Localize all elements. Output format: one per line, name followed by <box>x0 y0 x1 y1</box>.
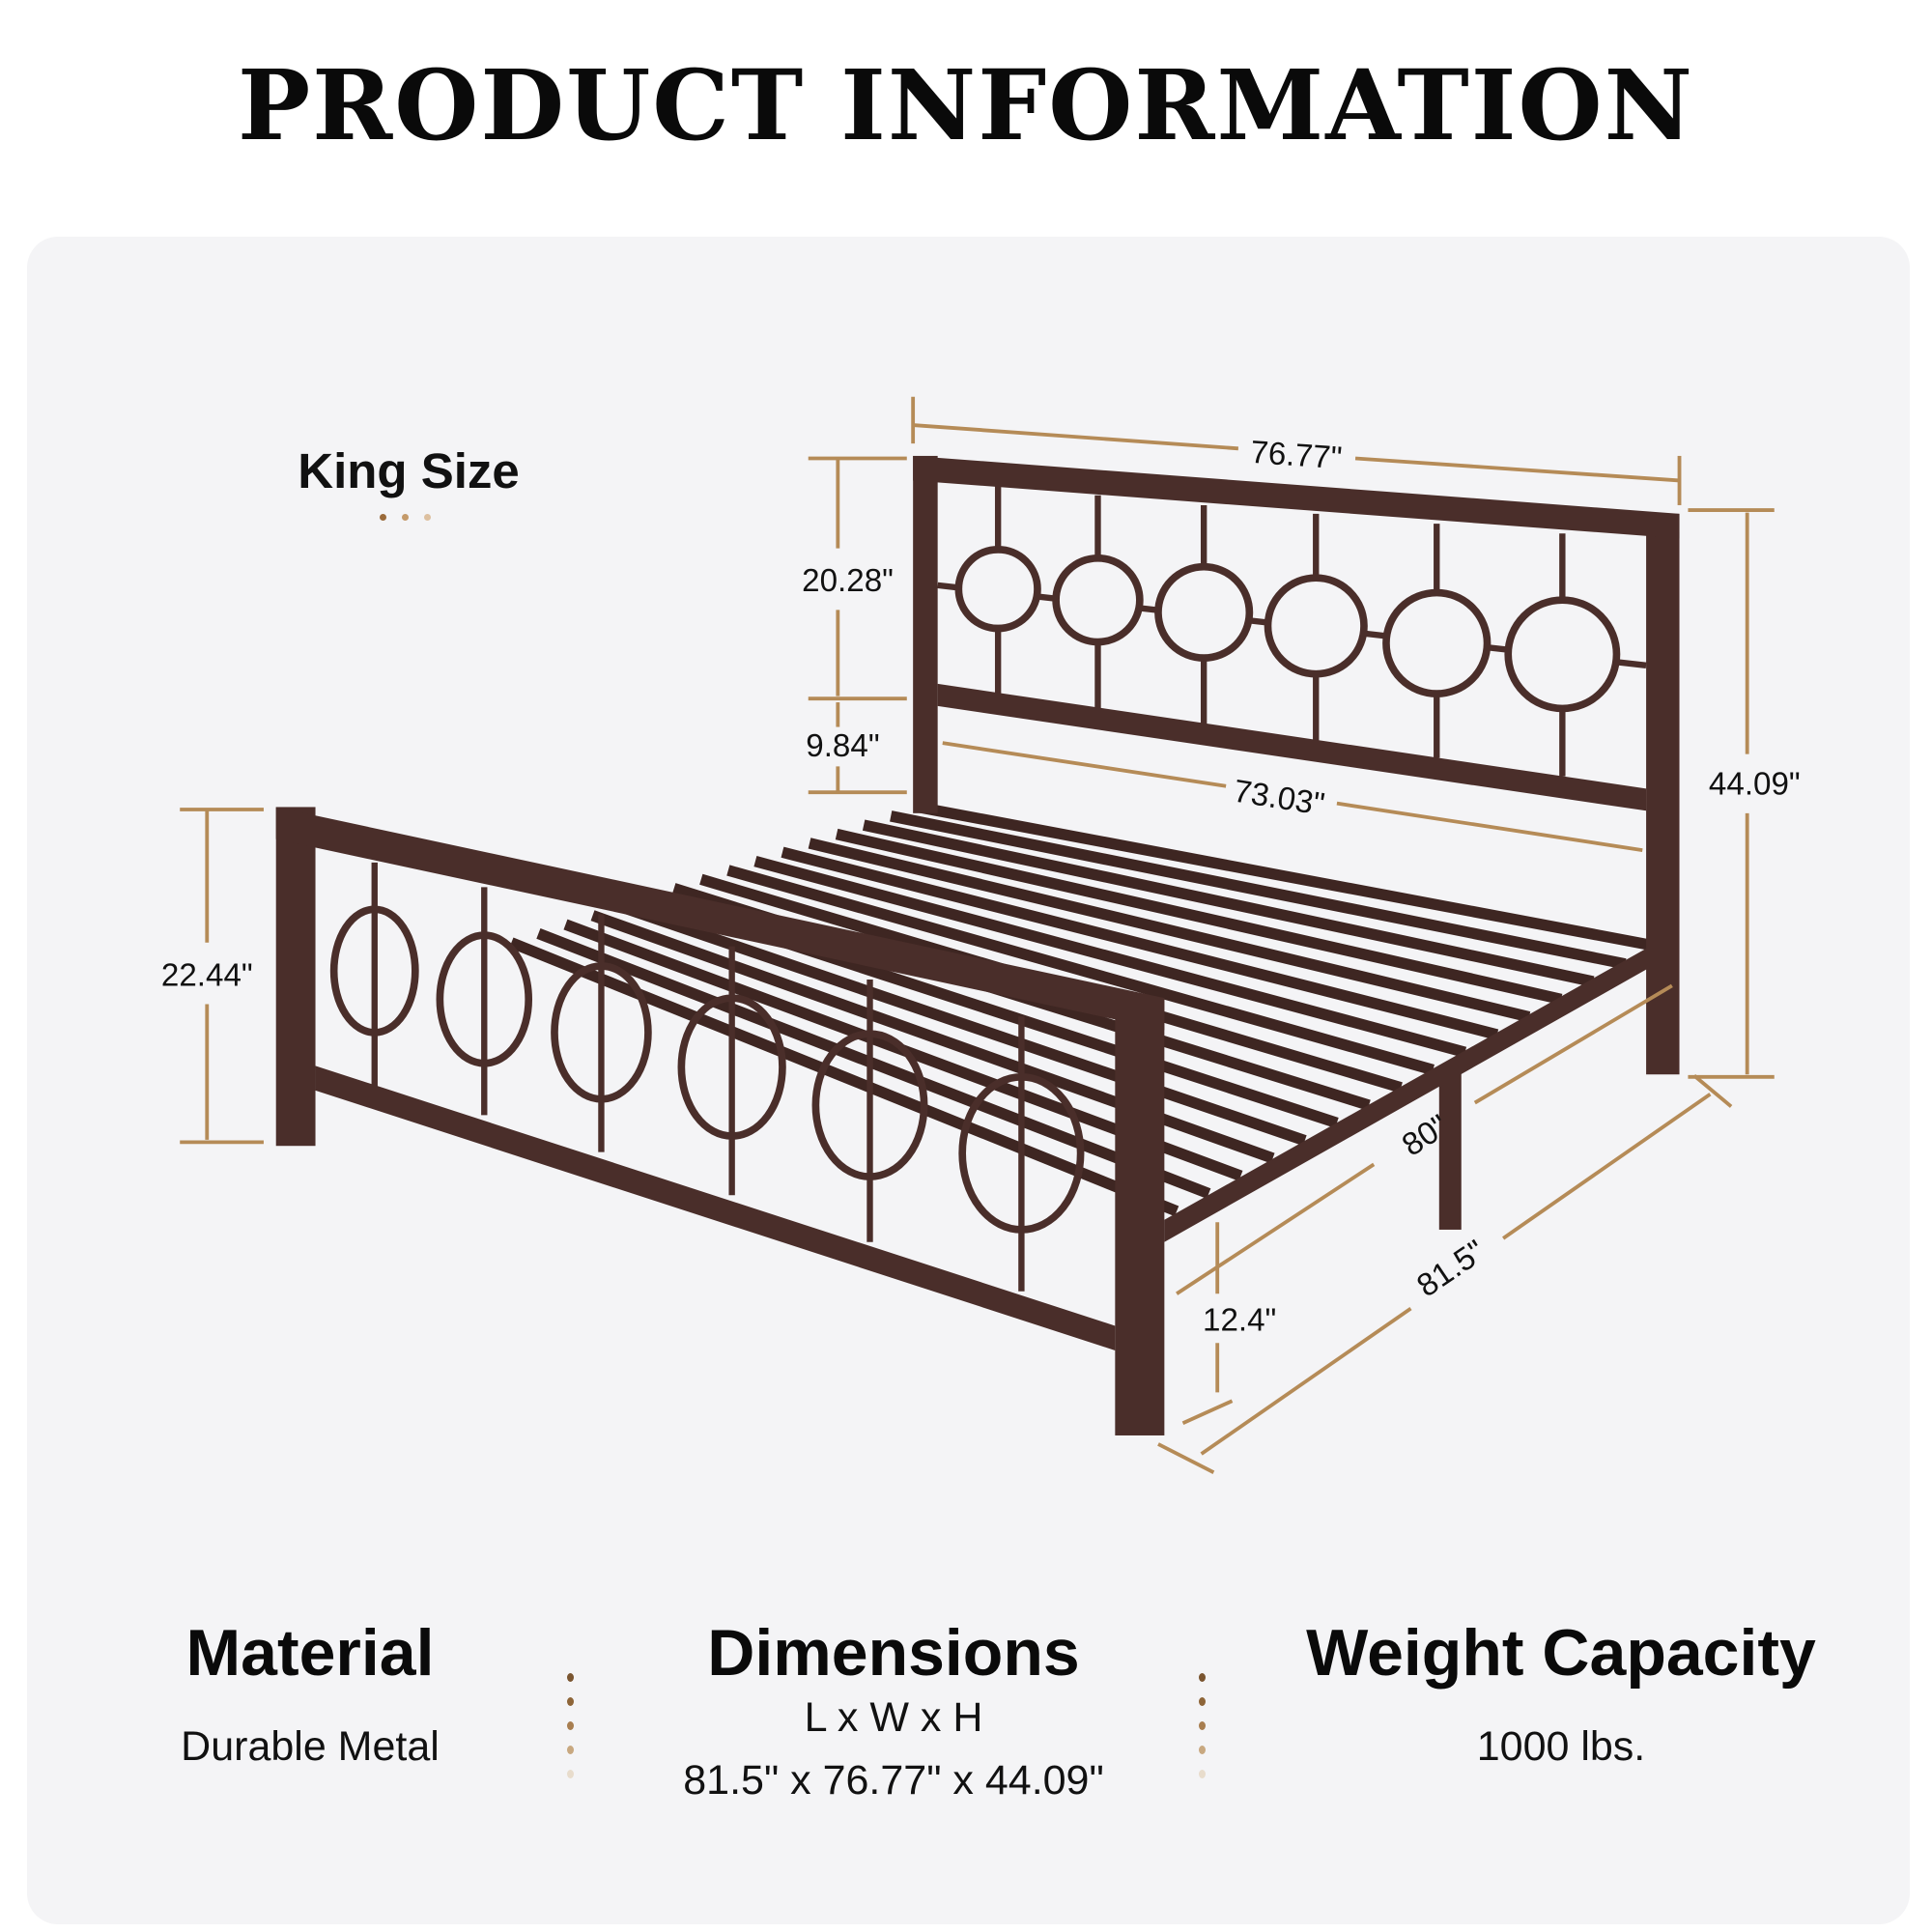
label-headboard-width: 76.77" <box>1249 435 1343 477</box>
page-title: PRODUCT INFORMATION <box>237 48 1695 162</box>
bed-slat <box>726 865 1435 1076</box>
bed-slat <box>617 900 1307 1147</box>
footboard-left-post <box>275 807 316 1147</box>
spec-dimensions: Dimensions L x W x H 81.5" x 76.77" x 44… <box>584 1615 1203 1804</box>
bed-slat <box>835 828 1563 1006</box>
spec-weight-value: 1000 lbs. <box>1476 1723 1646 1770</box>
side-rail <box>1164 933 1672 1242</box>
size-label: King Size <box>298 443 520 498</box>
dimension-lines <box>180 396 1775 1474</box>
spec-dimensions-heading: Dimensions <box>707 1616 1080 1690</box>
label-total-length: 81.5" <box>1410 1234 1492 1304</box>
bed-slat <box>781 846 1499 1040</box>
spec-material-heading: Material <box>185 1616 435 1690</box>
bed-slat <box>808 838 1531 1023</box>
headboard-right-post <box>1646 513 1680 1075</box>
headboard-left-post <box>913 455 938 813</box>
label-headboard-gap: 9.84" <box>806 728 879 764</box>
headboard-top-rail <box>913 455 1680 539</box>
label-inner-width: 73.03" <box>1231 774 1326 823</box>
spec-material-value: Durable Metal <box>181 1723 440 1770</box>
size-dots <box>380 514 431 521</box>
center-leg <box>1438 1071 1462 1230</box>
spec-material: Material Durable Metal <box>1 1615 619 1771</box>
label-total-height: 44.09" <box>1709 767 1801 803</box>
headboard-lower-rail <box>937 683 1647 811</box>
spec-dimensions-value: 81.5" x 76.77" x 44.09" <box>683 1757 1104 1804</box>
bed-frame <box>275 455 1680 1435</box>
footboard-bottom-rail <box>315 1065 1116 1350</box>
spec-weight: Weight Capacity 1000 lbs. <box>1252 1615 1870 1771</box>
divider-dots <box>1199 1673 1206 1778</box>
bed-slat <box>890 810 1627 970</box>
bed-slat <box>753 856 1467 1058</box>
bed-slat <box>509 937 1179 1217</box>
bed-slat <box>917 801 1659 952</box>
label-footboard-height: 22.44" <box>161 957 253 993</box>
bed-slat <box>862 819 1595 987</box>
label-clearance: 12.4" <box>1203 1303 1276 1339</box>
footboard-top-rail <box>275 807 1165 1031</box>
footboard-right-post <box>1115 998 1165 1435</box>
spec-weight-heading: Weight Capacity <box>1306 1616 1816 1690</box>
bed-slat <box>536 928 1211 1199</box>
label-headboard-panel-height: 20.28" <box>802 563 894 599</box>
spec-dimensions-axes: L x W x H <box>804 1694 983 1741</box>
divider-dots <box>567 1673 574 1778</box>
